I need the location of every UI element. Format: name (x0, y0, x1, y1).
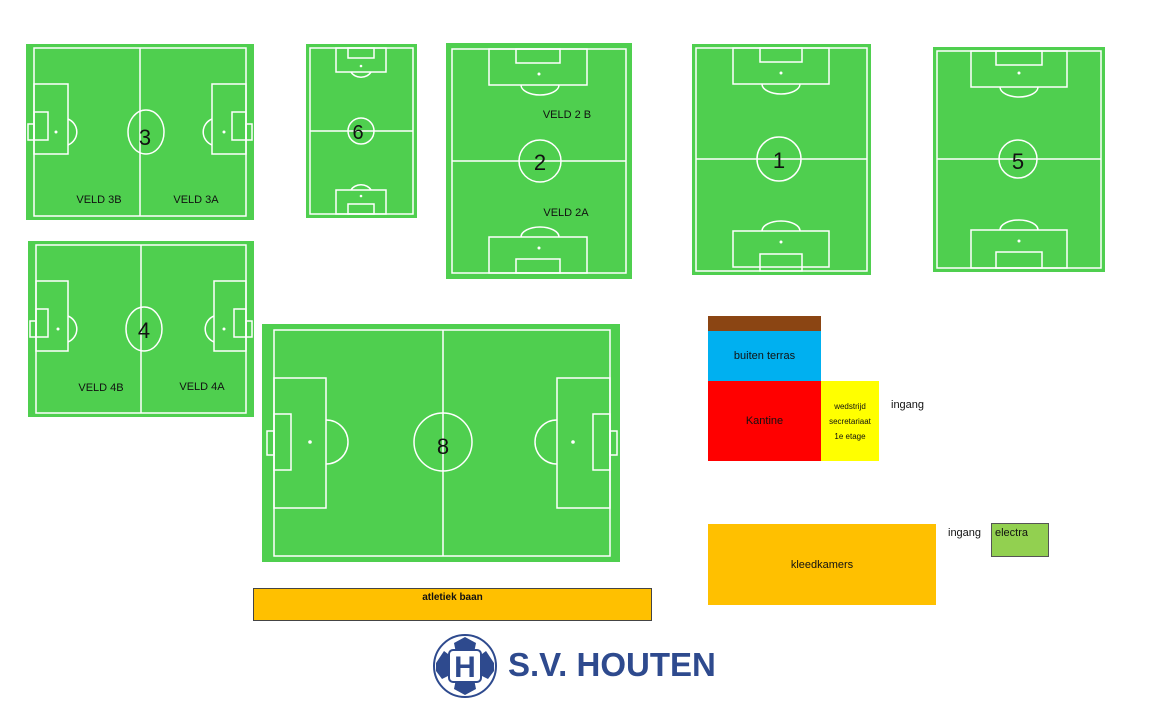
field-4-number: 4 (137, 318, 151, 343)
buiten-terras: buiten terras (708, 331, 821, 381)
electra-label: electra (995, 527, 1029, 539)
field-3a-label: VELD 3A (173, 194, 219, 206)
wedstrijd-secretariaat: wedstrijd secretariaat 1e etage (821, 381, 879, 461)
field-3-markings (27, 47, 253, 217)
field-8-markings (266, 329, 618, 557)
field-5: 5 (933, 47, 1105, 272)
club-ball-icon: H (433, 634, 497, 698)
buiten-terras-label: buiten terras (733, 350, 796, 362)
field-6: 6 (306, 44, 417, 218)
field-2-number: 2 (533, 150, 547, 175)
secretariaat-line2: secretariaat (829, 416, 871, 426)
field-2-markings (451, 48, 627, 274)
field-2b-label: VELD 2 B (542, 109, 592, 121)
kleedkamers-label: kleedkamers (790, 558, 854, 571)
secretariaat-line3: 1e etage (834, 431, 866, 441)
field-1-number: 1 (772, 148, 786, 173)
field-2a-label: VELD 2A (543, 207, 589, 219)
field-2: 2 VELD 2 B VELD 2A (446, 43, 632, 279)
ingang-bottom-label: ingang (948, 527, 982, 539)
kleedkamers: kleedkamers (708, 524, 936, 605)
club-logo-letter: H (454, 651, 476, 684)
club-logo: H S.V. HOUTEN (430, 632, 720, 702)
field-5-markings (936, 50, 1102, 269)
kantine: Kantine (708, 381, 821, 461)
field-5-number: 5 (1011, 149, 1025, 174)
electra: electra (991, 523, 1049, 557)
field-8-number: 8 (436, 434, 450, 459)
atletiek-baan-label: atletiek baan (422, 592, 483, 603)
field-3b-label: VELD 3B (76, 194, 122, 206)
terras-roof (708, 316, 821, 331)
field-1-markings (695, 47, 868, 272)
field-4: 4 VELD 4B VELD 4A (28, 241, 254, 417)
kantine-label: Kantine (745, 415, 784, 427)
club-name: S.V. HOUTEN (508, 646, 716, 683)
field-4b-label: VELD 4B (78, 382, 124, 394)
atletiek-baan: atletiek baan (253, 588, 652, 621)
field-3-number: 3 (138, 125, 152, 150)
secretariaat-line1: wedstrijd (834, 401, 866, 411)
field-1: 1 (692, 44, 871, 275)
field-6-markings (309, 47, 414, 215)
field-4-markings (29, 244, 253, 414)
field-3: 3 VELD 3B VELD 3A (26, 44, 254, 220)
field-4a-label: VELD 4A (179, 381, 225, 393)
ingang-top-label: ingang (891, 399, 925, 411)
field-8: 8 (262, 324, 620, 562)
field-6-number: 6 (352, 122, 364, 144)
